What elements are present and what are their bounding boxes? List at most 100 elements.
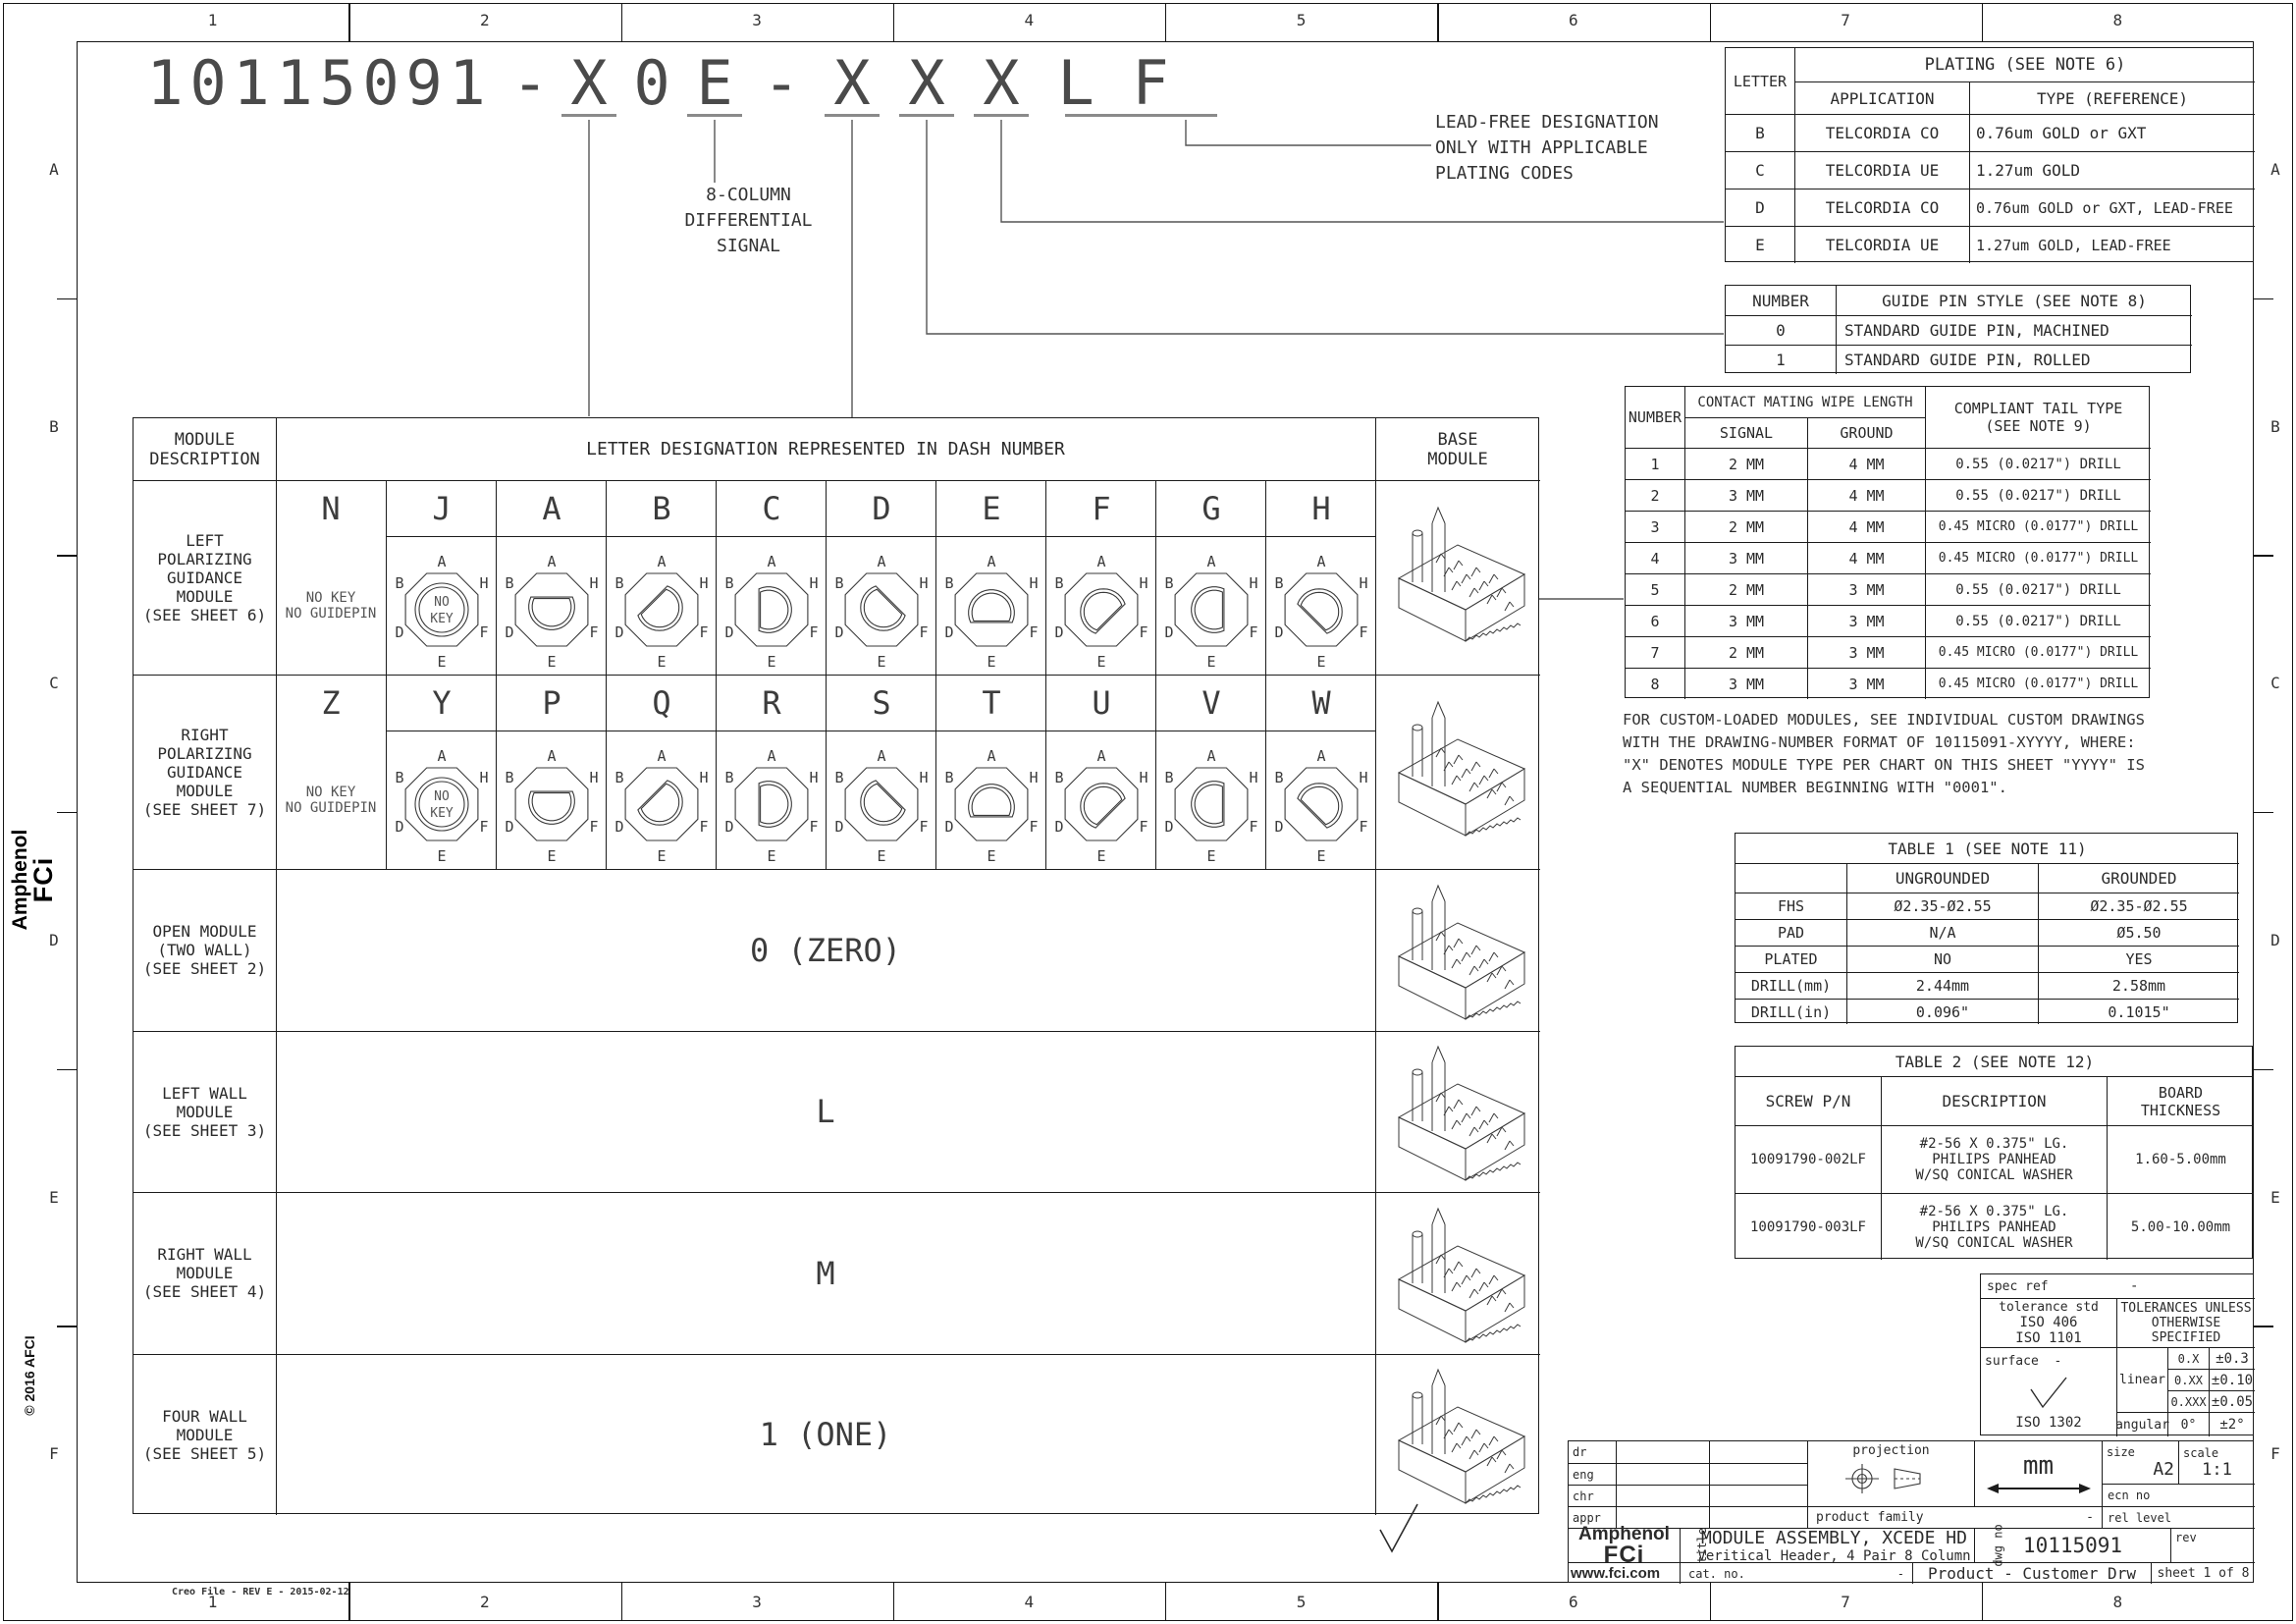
octagon-position-label: A xyxy=(1316,747,1325,765)
table2-thickness-header: BOARD THICKNESS xyxy=(2107,1076,2254,1125)
sig-field xyxy=(1616,1441,1709,1463)
spec-ref-label: spec ref xyxy=(1987,1278,2049,1294)
zone-divider xyxy=(57,555,77,557)
contact-row-ground: 3 MM xyxy=(1807,605,1925,636)
key-shape xyxy=(1080,783,1126,829)
zone-row-label: C xyxy=(49,674,59,693)
plating-row-app: TELCORDIA UE xyxy=(1794,226,1969,263)
contact-row-signal: 3 MM xyxy=(1684,479,1807,511)
octagon-position-label: H xyxy=(479,574,488,592)
octagon-position-label: B xyxy=(505,769,513,786)
key-shape xyxy=(637,585,683,631)
table1-row-label: PAD xyxy=(1735,919,1846,946)
octagon-position-label: A xyxy=(547,553,556,570)
linear-precision: 0.X xyxy=(2167,1347,2209,1369)
octagon-position-label: B xyxy=(395,769,403,786)
part-number-char: X xyxy=(833,47,871,119)
table1-corner xyxy=(1735,863,1846,893)
octagon-position-label: H xyxy=(589,574,598,592)
table2-desc-header: DESCRIPTION xyxy=(1881,1076,2107,1125)
octagon-position-label: F xyxy=(1249,818,1257,836)
size-value: A2 xyxy=(2153,1459,2174,1480)
projection-cell: projection xyxy=(1807,1441,1974,1506)
contact-row-number: 1 xyxy=(1626,448,1684,479)
part-number-tick xyxy=(687,114,742,117)
octagon-position-label: D xyxy=(614,818,623,836)
contact-row-number: 8 xyxy=(1626,668,1684,699)
octagon-position-label: A xyxy=(1206,553,1215,570)
module-row-description: OPEN MODULE (TWO WALL) (SEE SHEET 2) xyxy=(142,922,267,978)
octagon-position-label: F xyxy=(479,623,488,641)
table1-title: TABLE 1 (SEE NOTE 11) xyxy=(1888,839,2087,858)
contact-row-ground: 4 MM xyxy=(1807,448,1925,479)
side-logo-fci: FCi xyxy=(28,856,58,903)
zone-divider xyxy=(1165,3,1167,41)
key-shape xyxy=(528,790,575,825)
part-number-char: L xyxy=(1057,47,1095,119)
octagon-position-label: E xyxy=(1316,653,1325,671)
zone-divider xyxy=(2254,298,2273,300)
zone-divider xyxy=(57,298,77,300)
table1-row-label: DRILL(in) xyxy=(1735,999,1846,1024)
octagon-position-label: B xyxy=(505,574,513,592)
table1-row-ungrounded: N/A xyxy=(1846,919,2038,946)
octagon-position-label: B xyxy=(395,574,403,592)
surface-finish-icon xyxy=(2030,1377,2067,1408)
module-letter-U: U xyxy=(1046,675,1156,731)
module-code: 1 (ONE) xyxy=(759,1416,892,1453)
octagon-position-label: D xyxy=(724,623,733,641)
octagon-position-label: F xyxy=(1359,623,1367,641)
plating-row-app: TELCORDIA UE xyxy=(1794,151,1969,189)
part-number-tick xyxy=(1065,114,1217,117)
octagon-position-label: A xyxy=(877,553,885,570)
angular-tolerance: ±2° xyxy=(2209,1412,2255,1436)
table1-row-grounded: 0.1015" xyxy=(2038,999,2239,1024)
table1-ungrounded-header: UNGROUNDED xyxy=(1846,863,2038,893)
octagon-position-label: A xyxy=(1206,747,1215,765)
size-cell: size A2 xyxy=(2102,1441,2178,1484)
part-number-char: - xyxy=(511,47,549,119)
leader-line xyxy=(1185,120,1431,146)
base-module-drawing xyxy=(1379,1203,1536,1350)
key-shape xyxy=(860,585,906,631)
sig-field xyxy=(1616,1463,1709,1485)
surface-std: ISO 1302 xyxy=(2015,1415,2082,1431)
zone-col-label: 7 xyxy=(1841,11,1850,29)
module-letter-N: N xyxy=(321,490,341,527)
contact-row-number: 2 xyxy=(1626,479,1684,511)
zone-divider xyxy=(348,1583,350,1621)
key-shape xyxy=(758,781,792,828)
octagon-position-label: B xyxy=(944,574,953,592)
table1-row-ungrounded: 0.096" xyxy=(1846,999,2038,1024)
key-shape xyxy=(968,589,1015,623)
no-key-text: NO KEY NO GUIDEPIN xyxy=(285,590,377,622)
contact-row-tail: 0.45 MICRO (0.0177") DRILL xyxy=(1925,668,2151,699)
contact-ground-header: GROUND xyxy=(1807,417,1925,448)
octagon-position-label: H xyxy=(919,769,928,786)
octagon-position-label: D xyxy=(1054,623,1063,641)
outer-border xyxy=(3,3,2293,1621)
linear-label: linear xyxy=(2116,1347,2167,1412)
table2-row-thickness: 1.60-5.00mm xyxy=(2107,1125,2254,1193)
sig-field xyxy=(1616,1506,1709,1528)
product-family-label: product family xyxy=(1816,1510,1924,1525)
rev-cell: rev xyxy=(2170,1528,2255,1562)
sig-label-dr: dr xyxy=(1573,1445,1587,1459)
part-number-char: X xyxy=(983,47,1020,119)
octagon-position-label: A xyxy=(987,553,995,570)
svg-text:NO: NO xyxy=(434,789,450,804)
zone-col-label: 5 xyxy=(1296,11,1307,29)
octagon-position-label: B xyxy=(834,769,843,786)
drawing-subtitle: Veritical Header, 4 Pair 8 Column xyxy=(1697,1547,1971,1564)
dwg-no-cell: dwg no 10115091 xyxy=(1974,1524,2170,1567)
contact-row-number: 3 xyxy=(1626,511,1684,542)
